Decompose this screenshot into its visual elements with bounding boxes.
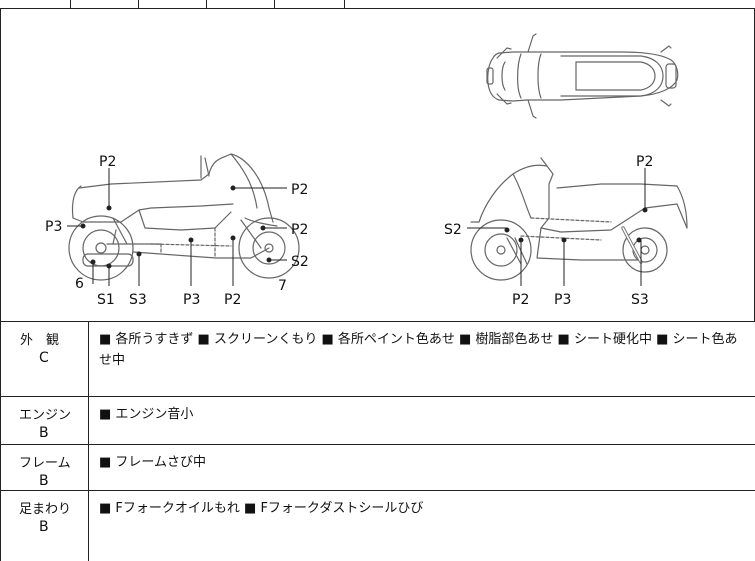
label-left-p2-bottom: P2 — [224, 292, 241, 308]
label-left-p2-top: P2 — [99, 154, 116, 170]
label-right-s2-front: S2 — [444, 222, 462, 238]
grade-value: B — [39, 519, 49, 535]
grade-value: B — [39, 425, 49, 441]
label-left-num-6: 6 — [75, 276, 84, 292]
condition-description: ■ フレームさび中 — [99, 455, 207, 470]
category-name: フレーム — [19, 456, 71, 471]
label-right-s3: S3 — [631, 292, 649, 308]
label-left-s3: S3 — [129, 292, 147, 308]
grade-value: B — [39, 473, 49, 489]
label-left-p2-front-top: P2 — [291, 182, 308, 198]
label-left-p3-bottom: P3 — [183, 292, 200, 308]
category-cell: 外 観 C — [1, 322, 89, 396]
label-left-s1: S1 — [97, 292, 115, 308]
header-cell — [206, 0, 275, 8]
label-left-s2-front: S2 — [291, 254, 309, 270]
category-cell: エンジン B — [1, 397, 89, 444]
scooter-left-view — [68, 153, 300, 281]
category-cell: 足まわり B — [1, 491, 89, 561]
scooter-right-view — [470, 157, 688, 281]
damage-diagram: P2 P2 P3 P2 S2 6 S1 S3 P3 P2 7 P2 S2 P2 … — [0, 8, 755, 322]
header-cell — [0, 0, 71, 8]
label-right-p2-top: P2 — [636, 154, 653, 170]
header-cell — [70, 0, 139, 8]
table-row: エンジン B ■ エンジン音小 — [0, 397, 755, 445]
header-cell — [274, 0, 345, 8]
table-row: 外 観 C ■ 各所うすきず ■ スクリーンくもり ■ 各所ペイント色あせ ■ … — [0, 322, 755, 397]
category-cell: フレーム B — [1, 445, 89, 490]
condition-description: ■ Fフォークオイルもれ ■ Fフォークダストシールひび — [99, 501, 424, 516]
grade-value: C — [39, 350, 49, 366]
category-name: 足まわり — [19, 502, 72, 517]
condition-description: ■ 各所うすきず ■ スクリーンくもり ■ 各所ペイント色あせ ■ 樹脂部色あせ… — [99, 332, 738, 368]
header-cell — [138, 0, 207, 8]
label-right-p3-bottom: P3 — [554, 292, 571, 308]
header-table-remnant — [0, 0, 755, 9]
label-right-p2-bottom: P2 — [512, 292, 529, 308]
category-name: 外 観 — [20, 333, 60, 348]
condition-description: ■ エンジン音小 — [99, 407, 194, 422]
scooter-top-view — [486, 33, 679, 119]
table-row: フレーム B ■ フレームさび中 — [0, 445, 755, 491]
label-left-p2-front-mid: P2 — [291, 222, 308, 238]
label-left-p3-rear: P3 — [45, 219, 62, 235]
label-left-num-7: 7 — [278, 278, 287, 294]
table-row: 足まわり B ■ Fフォークオイルもれ ■ Fフォークダストシールひび — [0, 491, 755, 561]
callout-lines — [67, 168, 648, 286]
scooter-diagram-svg: P2 P2 P3 P2 S2 6 S1 S3 P3 P2 7 P2 S2 P2 … — [45, 33, 688, 308]
category-name: エンジン — [19, 408, 72, 423]
